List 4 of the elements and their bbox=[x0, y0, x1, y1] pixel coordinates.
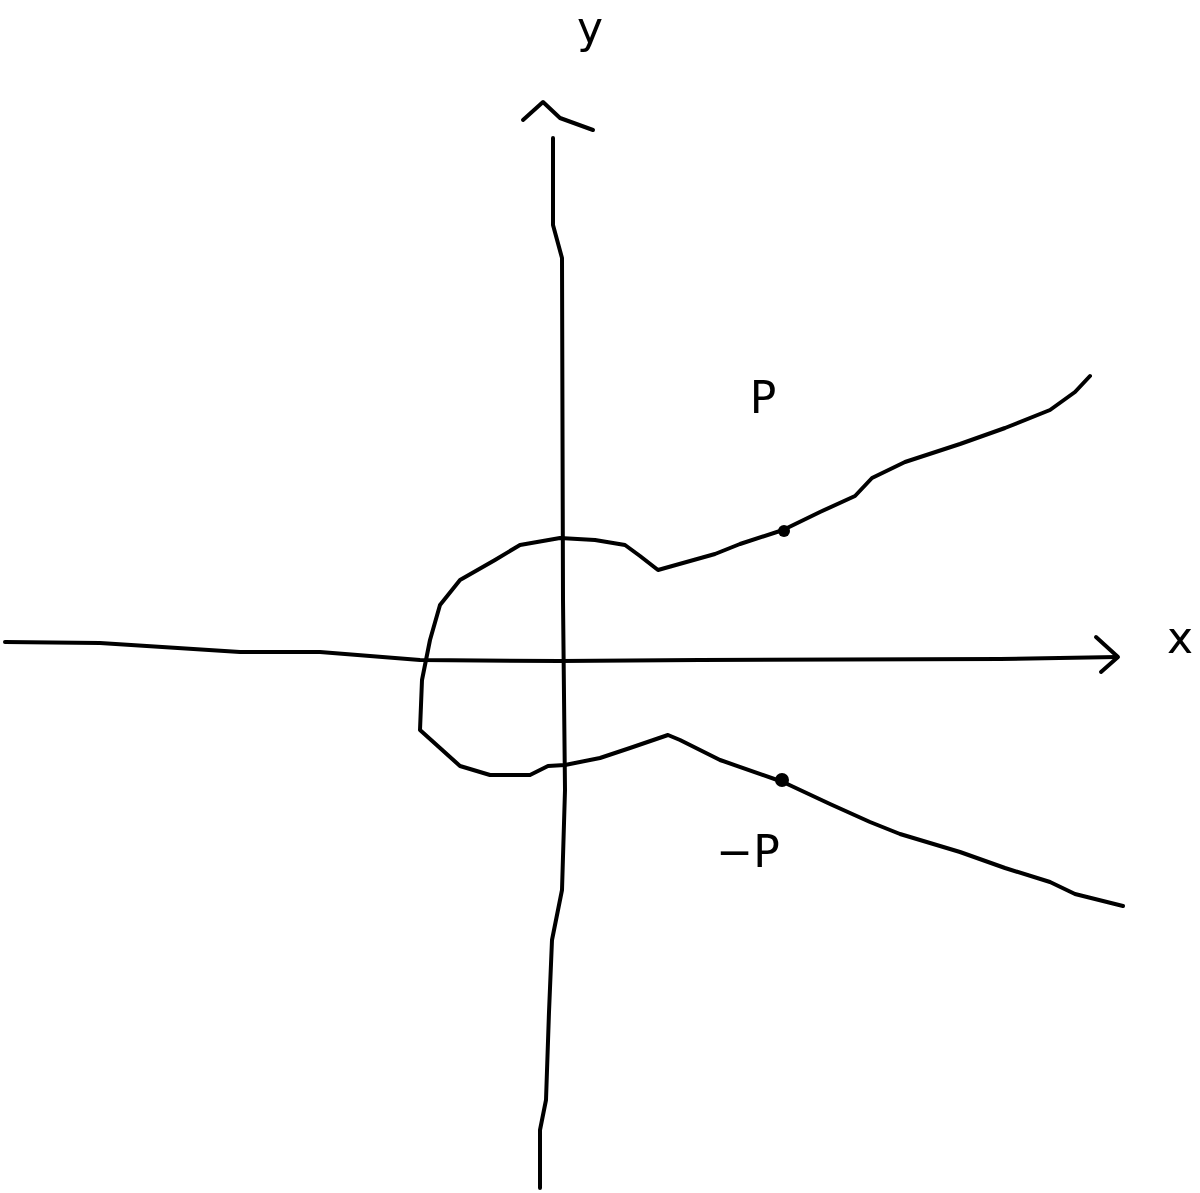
axis-label: y bbox=[577, 6, 603, 50]
axis-label: −P bbox=[716, 830, 780, 874]
axis-label: x bbox=[1167, 616, 1193, 660]
axis-label: P bbox=[749, 376, 777, 420]
